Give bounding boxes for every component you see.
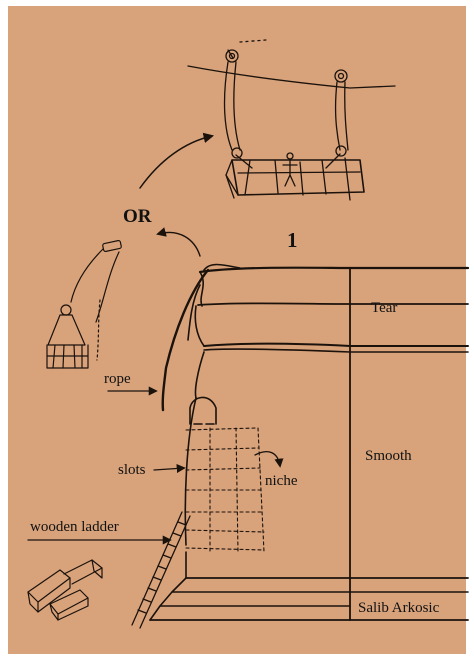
niche-label: niche [265,473,298,489]
wooden-ladder-sketch [132,512,190,628]
smooth-label: Smooth [365,448,412,464]
salib-arkosic-label: Salib Arkosic [358,600,440,616]
niche-arrow [255,452,280,466]
figure-number: 1 [287,228,298,252]
hanging-basket-sketch [47,240,122,368]
rope-label: rope [104,371,131,387]
alternative-arrow [140,136,212,188]
tear-label: Tear [371,300,397,316]
slots-arrow [154,468,184,470]
rock-column-sketch [150,265,468,621]
slots-label: slots [118,462,146,478]
wooden-ladder-label: wooden ladder [30,519,119,535]
or-curve-arrow [158,232,200,256]
or-label: OR [123,206,152,227]
wooden-blocks-sketch [28,560,102,620]
suspended-platform-sketch [188,40,395,200]
